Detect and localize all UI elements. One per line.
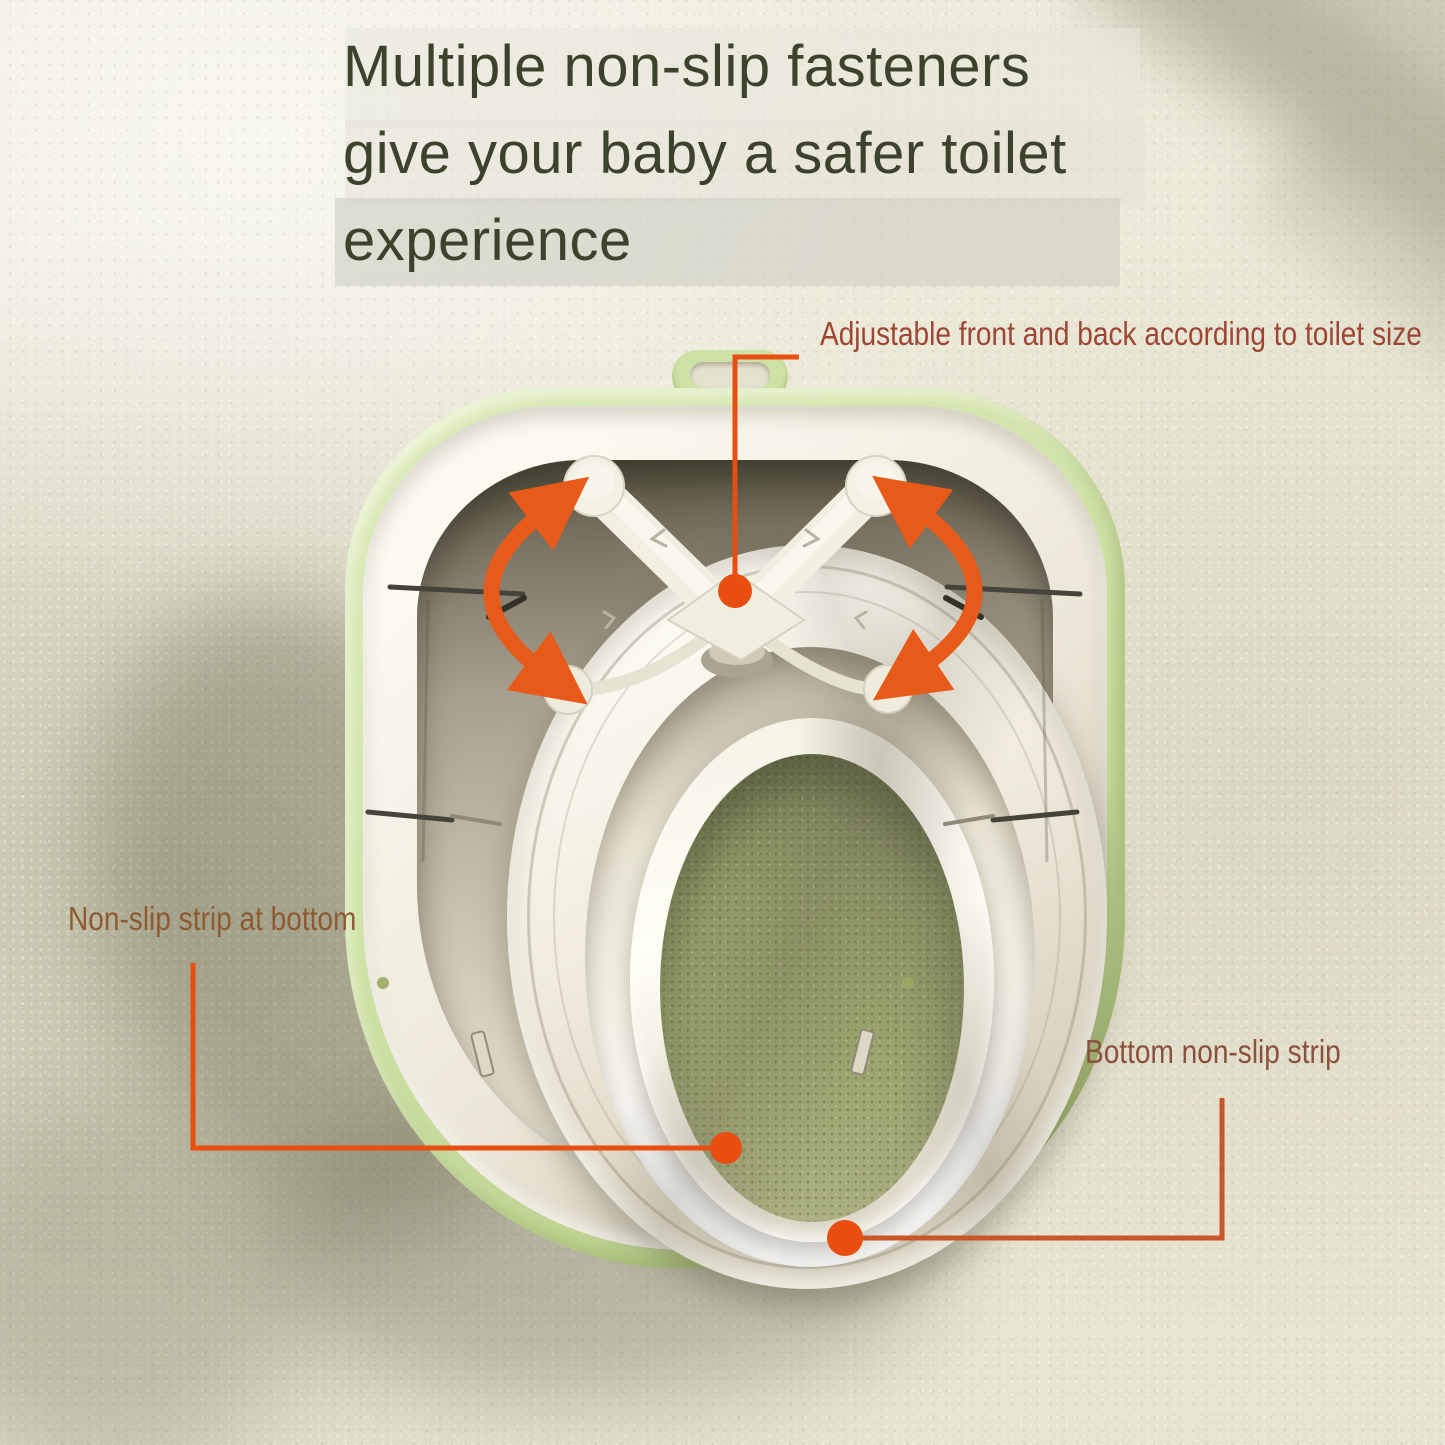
callout-adjustable: Adjustable front and back according to t… (820, 315, 1422, 352)
retainer-tab-left (470, 1030, 495, 1078)
title-backdrop (345, 28, 1140, 128)
adjuster-hub (666, 570, 806, 678)
title-backdrop (335, 198, 1120, 286)
fastener-clip-bottom-left (365, 809, 502, 826)
strap-pad-right (863, 664, 913, 714)
headline: Multiple non-slip fasteners give your ba… (343, 23, 1067, 284)
leader-line-right-strip (845, 1098, 1225, 1241)
headline-line-2: give your baby a safer toilet (343, 121, 1067, 186)
leader-line-adjustable (732, 354, 799, 592)
cavity-seam (1040, 599, 1049, 863)
rivet-dot-left (377, 977, 389, 989)
seat-outer-rim (345, 388, 1125, 1289)
toilet-seat-underside (345, 388, 1125, 1289)
adjuster-strap-left (565, 631, 712, 697)
callout-dot-adjustable (718, 574, 752, 608)
callout-left-strip: Non-slip strip at bottom (68, 900, 357, 937)
seat-inner-channel (585, 647, 1035, 1267)
callout-dot-right-strip (827, 1220, 863, 1256)
callout-dot-left-strip (710, 1132, 742, 1164)
headline-line-3: experience (343, 208, 632, 273)
strap-mark (602, 610, 617, 630)
fastener-clip-top-left (387, 584, 527, 620)
cavity-seam (421, 599, 430, 863)
rotation-arrow-left-icon (483, 476, 590, 705)
handle-hole (690, 362, 770, 388)
seat-hole-rolled-edge (630, 718, 994, 1242)
title-backdrop (345, 120, 1145, 206)
callout-right-strip: Bottom non-slip strip (1085, 1033, 1341, 1070)
headline-line-1: Multiple non-slip fasteners (343, 34, 1031, 99)
seat-inner-cavity (417, 460, 1107, 1289)
seat-outer-wall (363, 406, 1107, 1289)
strap-mark (853, 610, 868, 630)
retainer-tab-right (850, 1028, 875, 1076)
leader-line-left-strip (190, 963, 726, 1151)
rotation-arrow-right-icon (872, 475, 983, 701)
rivet-dot-right (902, 977, 914, 989)
fastener-clip-bottom-right (943, 809, 1080, 826)
